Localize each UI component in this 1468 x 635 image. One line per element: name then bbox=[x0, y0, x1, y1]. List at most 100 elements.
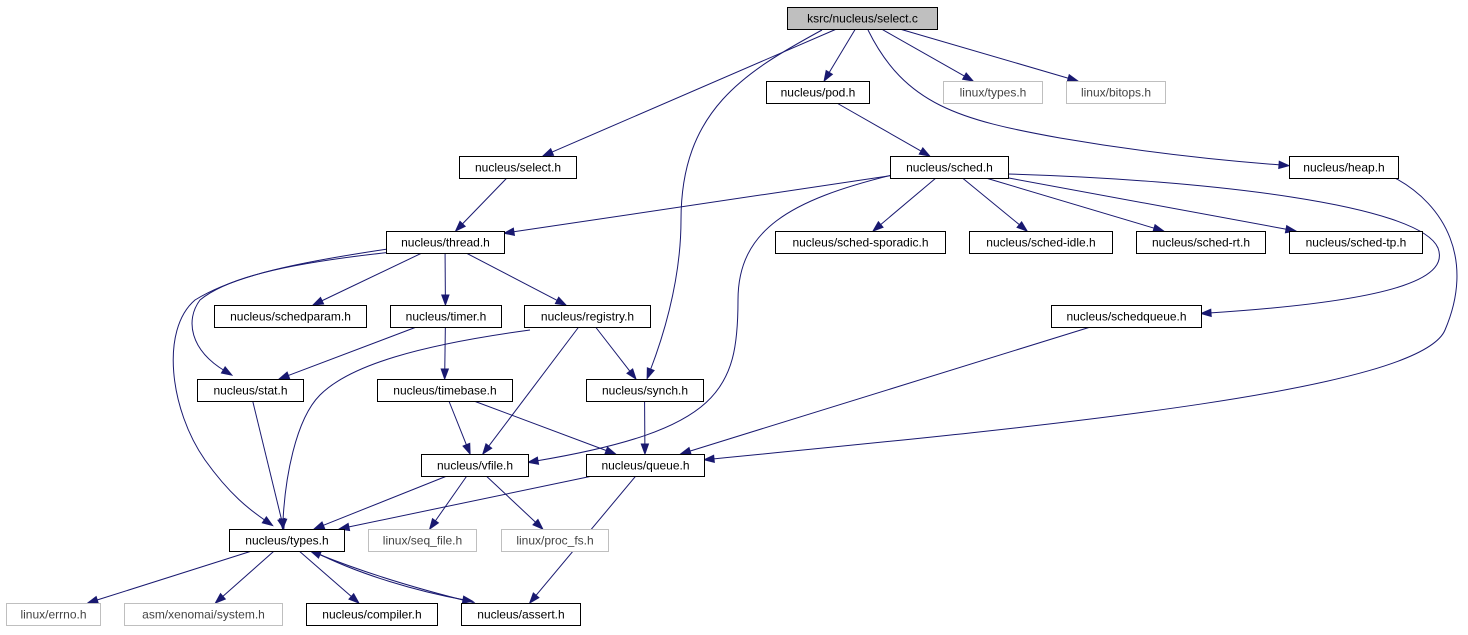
node-synch-h[interactable]: nucleus/synch.h bbox=[586, 379, 704, 402]
node-label: linux/types.h bbox=[960, 86, 1027, 100]
edge-schedqueue-h-to-queue-h bbox=[679, 326, 1091, 456]
edge-types-h-to-errno-h bbox=[86, 550, 252, 604]
edge-select-c-to-heap-h bbox=[867, 29, 1291, 170]
node-compiler-h[interactable]: nucleus/compiler.h bbox=[306, 603, 438, 626]
edge-select-c-to-pod-h bbox=[823, 28, 856, 83]
edge-line bbox=[485, 475, 537, 524]
edge-line bbox=[252, 400, 283, 521]
node-sched-rt-h[interactable]: nucleus/sched-rt.h bbox=[1136, 231, 1266, 254]
arrowhead bbox=[626, 368, 637, 381]
node-box bbox=[229, 529, 345, 552]
node-box bbox=[197, 379, 304, 402]
node-select-h[interactable]: nucleus/select.h bbox=[459, 156, 577, 179]
node-label: nucleus/schedqueue.h bbox=[1066, 310, 1186, 324]
arrowhead bbox=[604, 446, 617, 455]
arrowhead bbox=[502, 227, 516, 236]
arrowhead bbox=[1152, 223, 1166, 233]
node-types-h[interactable]: nucleus/types.h bbox=[229, 529, 345, 552]
node-proc-fs-h: linux/proc_fs.h bbox=[501, 529, 609, 552]
node-box bbox=[1051, 305, 1202, 328]
edge-thread-h-to-stat-h bbox=[191, 251, 393, 376]
node-label: nucleus/queue.h bbox=[601, 459, 689, 473]
node-box bbox=[459, 156, 577, 179]
edge-sched-h-to-sched-rt-h bbox=[985, 177, 1166, 233]
arrowhead bbox=[428, 517, 440, 531]
arrowhead bbox=[871, 220, 884, 232]
edge-vfile-h-to-proc-fs-h bbox=[485, 475, 544, 531]
node-box bbox=[386, 231, 505, 254]
node-vfile-h[interactable]: nucleus/vfile.h bbox=[421, 454, 529, 477]
arrowhead bbox=[1066, 73, 1080, 83]
edge-line bbox=[867, 29, 1282, 166]
edge-line bbox=[320, 252, 423, 302]
node-label: nucleus/compiler.h bbox=[322, 608, 421, 622]
dependency-edges bbox=[86, 28, 1458, 605]
node-label: nucleus/timer.h bbox=[406, 310, 487, 324]
arrowhead bbox=[1199, 308, 1212, 318]
node-queue-h[interactable]: nucleus/queue.h bbox=[586, 454, 705, 477]
edge-line bbox=[649, 29, 823, 372]
node-schedqueue-h[interactable]: nucleus/schedqueue.h bbox=[1051, 305, 1202, 328]
arrowhead bbox=[441, 294, 450, 307]
node-pod-h[interactable]: nucleus/pod.h bbox=[766, 81, 870, 104]
edge-timebase-h-to-queue-h bbox=[473, 400, 617, 455]
arrowhead bbox=[261, 516, 274, 527]
node-box bbox=[390, 305, 502, 328]
node-heap-h[interactable]: nucleus/heap.h bbox=[1289, 156, 1399, 179]
edge-registry-h-to-vfile-h bbox=[481, 326, 580, 456]
arrowhead bbox=[823, 69, 834, 83]
edge-line bbox=[828, 28, 856, 74]
node-box bbox=[586, 379, 704, 402]
node-box bbox=[368, 529, 477, 552]
node-seq-file-h: linux/seq_file.h bbox=[368, 529, 477, 552]
edge-line bbox=[985, 177, 1156, 229]
node-box bbox=[586, 454, 705, 477]
edge-select-c-to-linux-types-h bbox=[881, 28, 975, 82]
node-label: nucleus/pod.h bbox=[781, 86, 856, 100]
node-label: nucleus/sched-rt.h bbox=[1152, 236, 1250, 250]
node-sched-idle-h[interactable]: nucleus/sched-idle.h bbox=[969, 231, 1113, 254]
node-sched-tp-h[interactable]: nucleus/sched-tp.h bbox=[1289, 231, 1423, 254]
node-label: nucleus/schedparam.h bbox=[230, 310, 351, 324]
node-box bbox=[1066, 81, 1166, 104]
arrowhead bbox=[702, 454, 715, 464]
node-sched-h[interactable]: nucleus/sched.h bbox=[890, 156, 1009, 179]
edge-types-h-to-compiler-h bbox=[298, 550, 360, 604]
edge-line bbox=[881, 28, 966, 77]
edge-line bbox=[298, 550, 353, 598]
node-label: ksrc/nucleus/select.c bbox=[807, 12, 918, 26]
edge-registry-h-to-types-h bbox=[278, 329, 531, 531]
node-box bbox=[214, 305, 367, 328]
edge-line bbox=[836, 102, 923, 152]
edge-vfile-h-to-seq-file-h bbox=[428, 475, 468, 531]
arrowhead bbox=[86, 595, 100, 604]
edge-select-c-to-linux-bitops-h bbox=[899, 28, 1080, 83]
edge-stat-h-to-types-h bbox=[252, 400, 286, 531]
node-label: nucleus/sched.h bbox=[906, 161, 993, 175]
node-schedparam-h[interactable]: nucleus/schedparam.h bbox=[214, 305, 367, 328]
node-label: nucleus/sched-tp.h bbox=[1306, 236, 1407, 250]
edge-select-h-to-thread-h bbox=[454, 177, 508, 233]
node-label: nucleus/synch.h bbox=[602, 384, 688, 398]
arrowhead bbox=[214, 592, 227, 604]
node-timebase-h[interactable]: nucleus/timebase.h bbox=[377, 379, 513, 402]
node-timer-h[interactable]: nucleus/timer.h bbox=[390, 305, 502, 328]
edge-line bbox=[96, 550, 252, 601]
edge-line bbox=[444, 326, 446, 371]
node-stat-h[interactable]: nucleus/stat.h bbox=[197, 379, 304, 402]
arrowhead bbox=[1016, 221, 1029, 232]
node-label: nucleus/thread.h bbox=[401, 236, 490, 250]
edge-line bbox=[287, 326, 417, 377]
node-registry-h[interactable]: nucleus/registry.h bbox=[524, 305, 651, 328]
edge-registry-h-to-synch-h bbox=[595, 326, 637, 381]
node-thread-h[interactable]: nucleus/thread.h bbox=[386, 231, 505, 254]
edge-line bbox=[282, 329, 531, 522]
edge-thread-h-to-timer-h bbox=[441, 252, 450, 307]
node-sched-sporadic-h[interactable]: nucleus/sched-sporadic.h bbox=[775, 231, 946, 254]
arrowhead bbox=[277, 371, 291, 380]
arrowhead bbox=[1278, 160, 1291, 170]
arrowhead bbox=[640, 443, 650, 456]
arrowhead bbox=[646, 367, 655, 380]
node-assert-h[interactable]: nucleus/assert.h bbox=[461, 603, 581, 626]
node-box bbox=[766, 81, 870, 104]
